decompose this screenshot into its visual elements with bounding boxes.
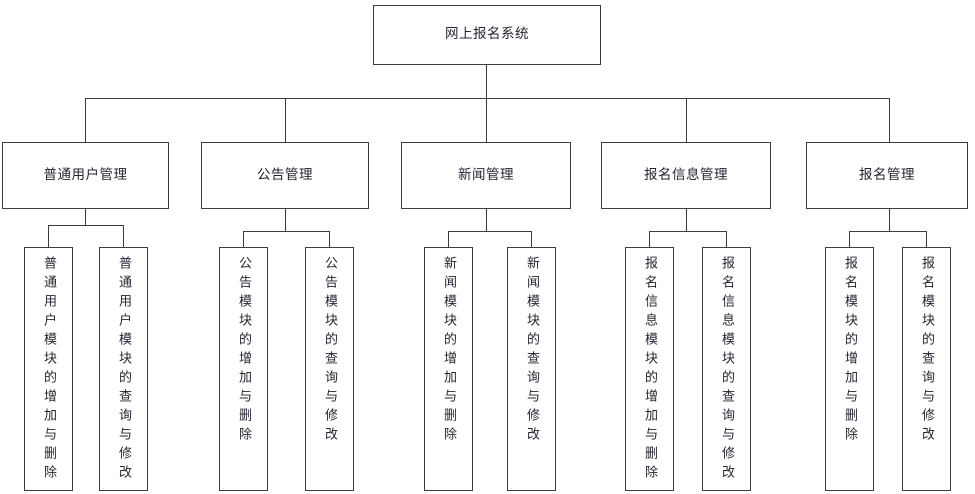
node-group-4-leaf-1[interactable]: 报名信息模块的增加与删除 bbox=[625, 247, 674, 491]
edge-group-5-stem bbox=[889, 209, 890, 231]
node-group-2[interactable]: 公告管理 bbox=[201, 142, 369, 209]
edge-group-2-stem bbox=[285, 209, 286, 231]
node-group-2-leaf-2[interactable]: 公告模块的查询与修改 bbox=[305, 247, 354, 491]
node-group-4-leaf-2-label: 报名信息模块的查询与修改 bbox=[719, 256, 734, 484]
node-group-3-leaf-2[interactable]: 新闻模块的查询与修改 bbox=[507, 247, 556, 491]
node-group-4-label: 报名信息管理 bbox=[644, 166, 728, 183]
node-group-4-leaf-1-label: 报名信息模块的增加与删除 bbox=[642, 256, 657, 484]
edge-group-2-leaf-1-drop bbox=[243, 231, 244, 247]
node-group-1-leaf-2[interactable]: 普通用户模块的查询与修改 bbox=[99, 247, 148, 491]
edge-group-1-leaf-2-drop bbox=[123, 225, 124, 247]
node-group-2-leaf-1[interactable]: 公告模块的增加与删除 bbox=[219, 247, 268, 491]
node-group-2-label: 公告管理 bbox=[257, 166, 313, 183]
edge-group-2-leaf-2-drop bbox=[329, 231, 330, 247]
edge-group-5-leaf-2-drop bbox=[926, 231, 927, 247]
node-group-5-leaf-1[interactable]: 报名模块的增加与删除 bbox=[825, 247, 874, 491]
node-group-5-leaf-2-label: 报名模块的查询与修改 bbox=[919, 256, 934, 446]
edge-group-5-bus bbox=[849, 231, 927, 232]
edge-drop-group-2 bbox=[285, 98, 286, 142]
edge-root-stem bbox=[486, 65, 487, 98]
edge-group-1-bus bbox=[48, 225, 123, 226]
edge-group-5-leaf-1-drop bbox=[849, 231, 850, 247]
edge-group-3-stem bbox=[486, 209, 487, 231]
edge-group-4-stem bbox=[686, 209, 687, 231]
node-group-5[interactable]: 报名管理 bbox=[806, 142, 968, 209]
node-group-3[interactable]: 新闻管理 bbox=[401, 142, 571, 209]
edge-drop-group-5 bbox=[889, 98, 890, 142]
node-group-1-label: 普通用户管理 bbox=[43, 166, 128, 183]
edge-drop-group-1 bbox=[85, 98, 86, 142]
node-group-4[interactable]: 报名信息管理 bbox=[601, 142, 771, 209]
edge-group-1-leaf-1-drop bbox=[48, 225, 49, 247]
node-group-5-leaf-2[interactable]: 报名模块的查询与修改 bbox=[902, 247, 951, 491]
node-group-5-label: 报名管理 bbox=[859, 166, 915, 183]
edge-group-4-leaf-2-drop bbox=[726, 231, 727, 247]
edge-drop-group-4 bbox=[686, 98, 687, 142]
node-group-3-leaf-1[interactable]: 新闻模块的增加与删除 bbox=[424, 247, 473, 491]
edge-group-4-leaf-1-drop bbox=[649, 231, 650, 247]
node-group-3-leaf-1-label: 新闻模块的增加与删除 bbox=[441, 256, 456, 446]
node-group-2-leaf-2-label: 公告模块的查询与修改 bbox=[322, 256, 337, 446]
node-root-label: 网上报名系统 bbox=[445, 26, 529, 43]
node-group-5-leaf-1-label: 报名模块的增加与删除 bbox=[842, 256, 857, 446]
edge-group-3-leaf-1-drop bbox=[448, 231, 449, 247]
node-group-3-label: 新闻管理 bbox=[458, 166, 514, 183]
node-group-1[interactable]: 普通用户管理 bbox=[2, 142, 169, 209]
edge-level2-bus bbox=[85, 98, 890, 99]
node-group-4-leaf-2[interactable]: 报名信息模块的查询与修改 bbox=[702, 247, 751, 491]
node-group-2-leaf-1-label: 公告模块的增加与删除 bbox=[236, 256, 251, 446]
node-root[interactable]: 网上报名系统 bbox=[373, 5, 601, 65]
edge-group-4-bus bbox=[649, 231, 727, 232]
node-group-1-leaf-1[interactable]: 普通用户模块的增加与删除 bbox=[24, 247, 73, 491]
node-group-1-leaf-2-label: 普通用户模块的查询与修改 bbox=[116, 256, 131, 484]
edge-group-1-stem bbox=[85, 209, 86, 225]
node-group-3-leaf-2-label: 新闻模块的查询与修改 bbox=[524, 256, 539, 446]
edge-group-3-bus bbox=[448, 231, 531, 232]
edge-group-2-bus bbox=[243, 231, 329, 232]
node-group-1-leaf-1-label: 普通用户模块的增加与删除 bbox=[41, 256, 56, 484]
edge-group-3-leaf-2-drop bbox=[531, 231, 532, 247]
edge-drop-group-3 bbox=[486, 98, 487, 142]
